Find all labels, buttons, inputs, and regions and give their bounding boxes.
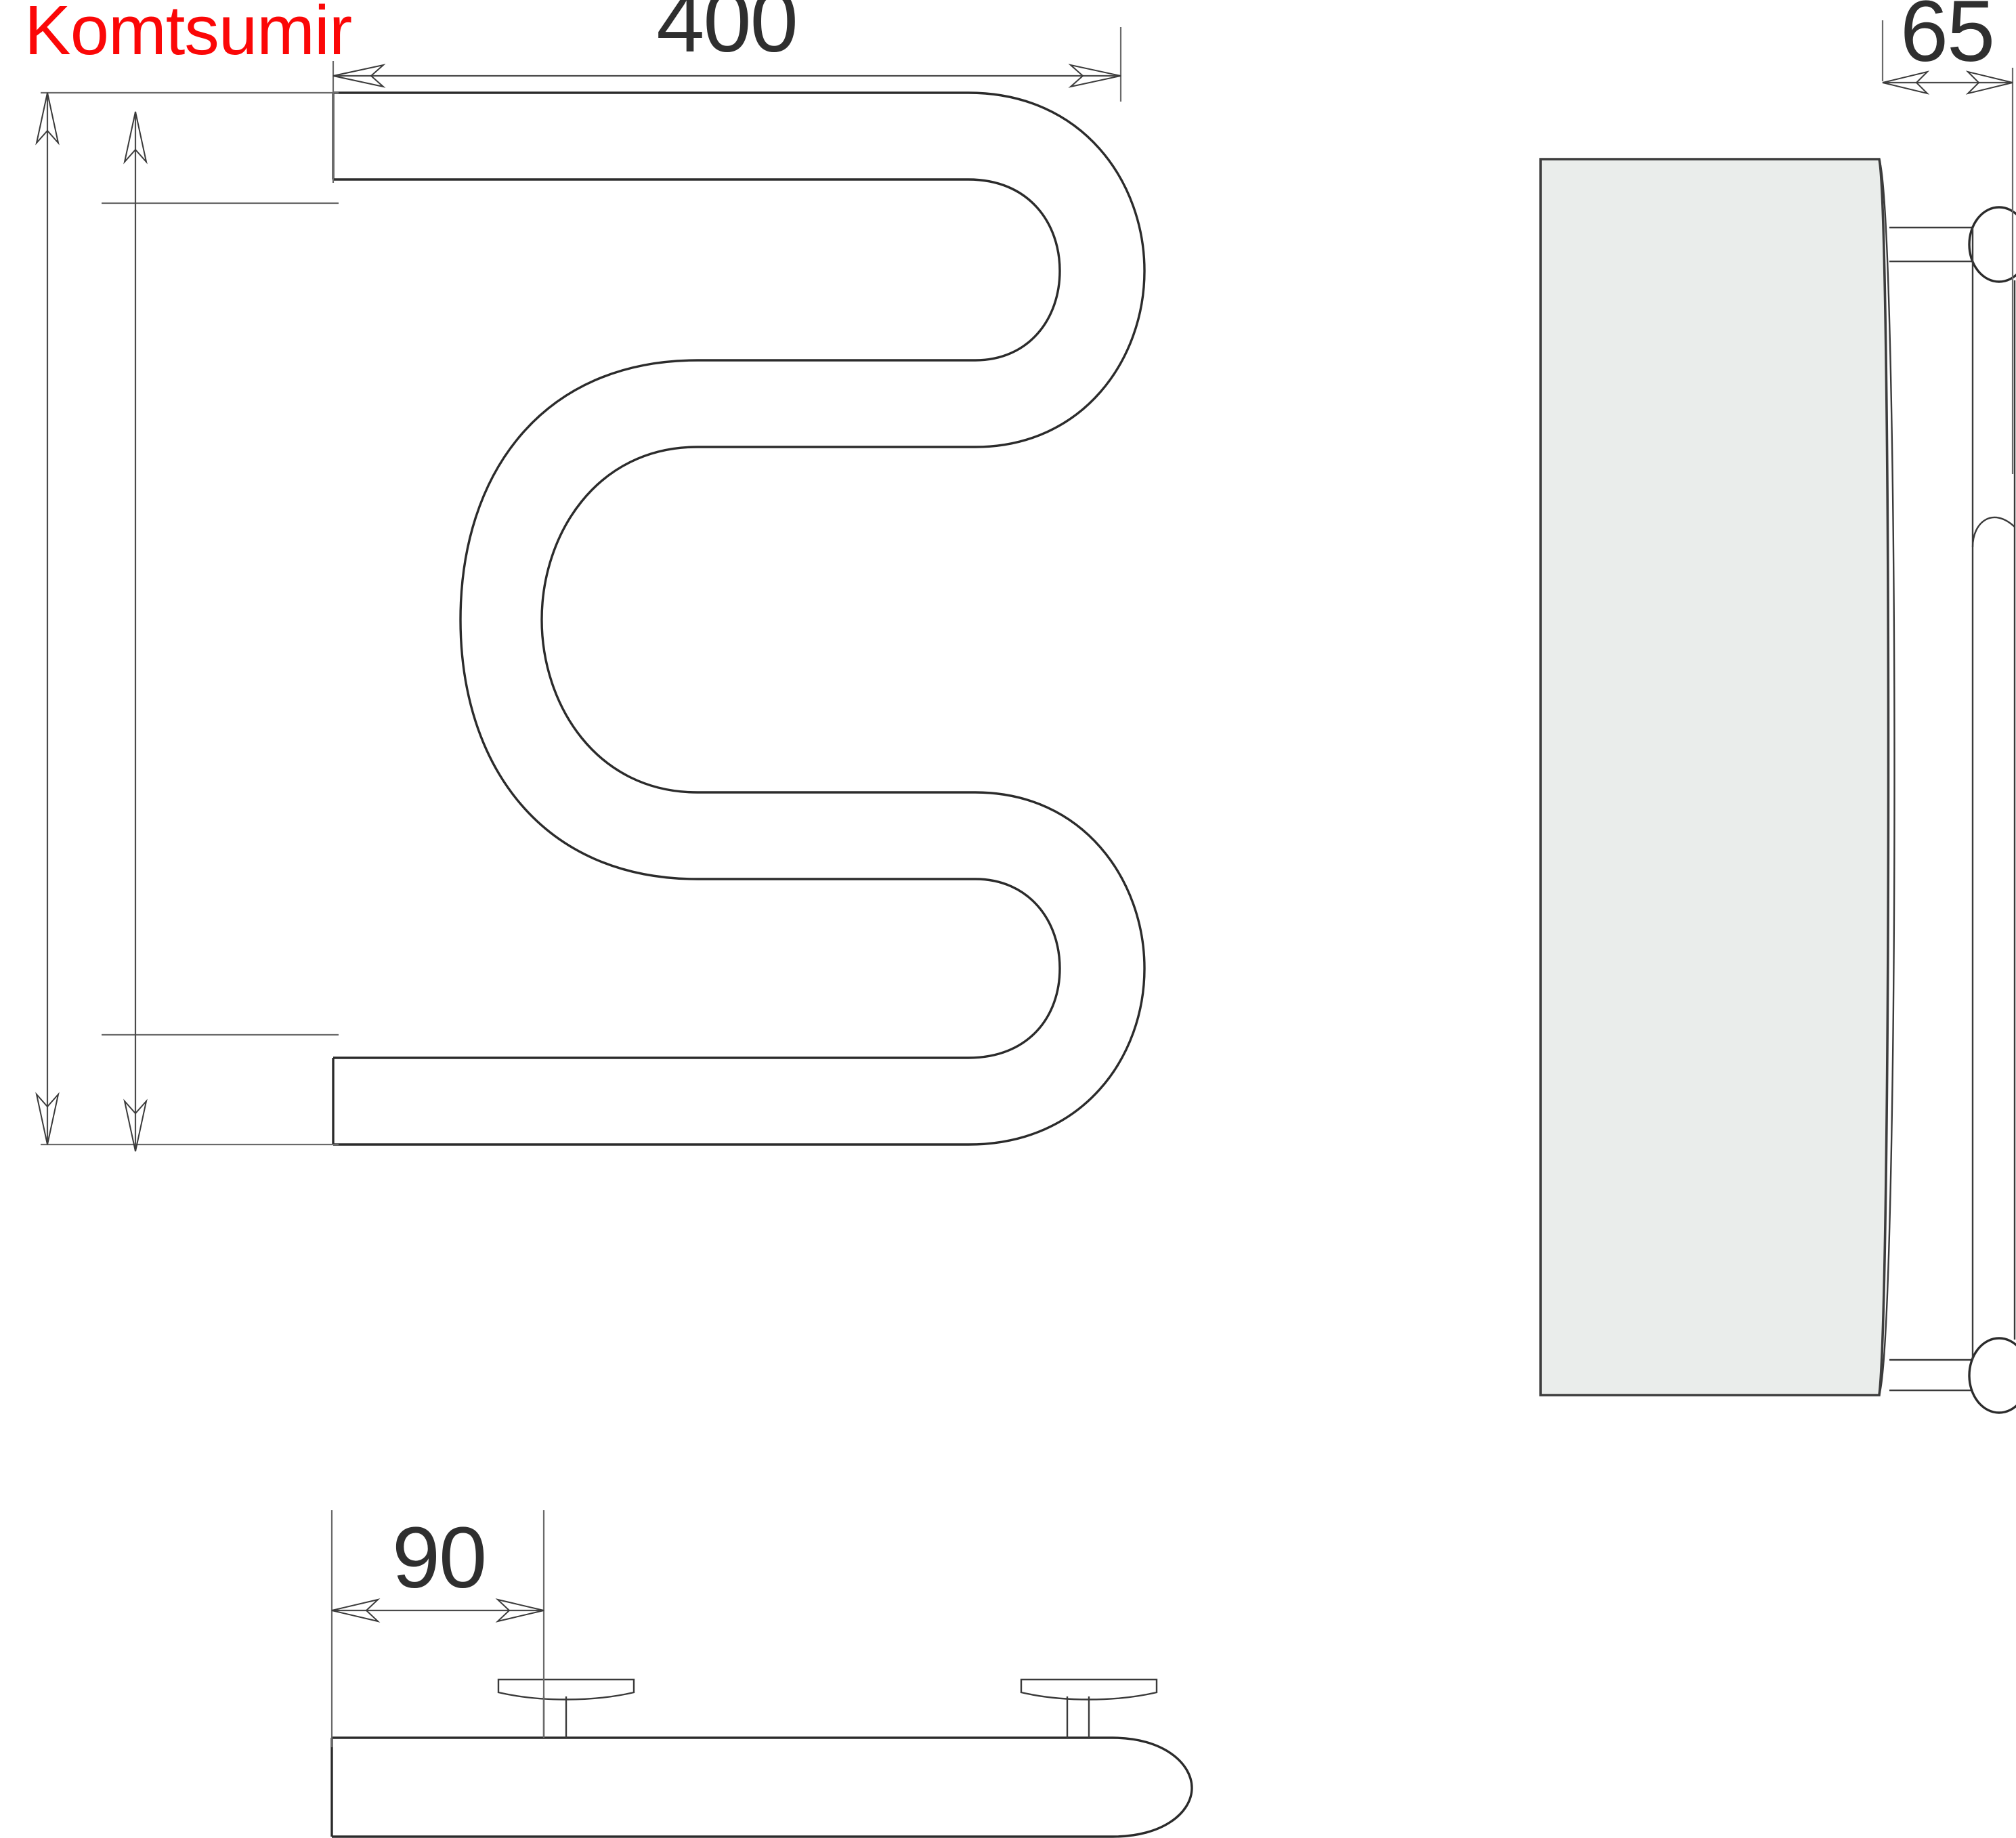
side-top-end-knob — [1968, 206, 2016, 283]
dim-label-90: 90 — [392, 1510, 486, 1606]
side-mid-rounded-cap — [1971, 516, 2015, 548]
side-bottom-end-knob — [1968, 1337, 2016, 1414]
dim-label-400: 400 — [656, 0, 797, 70]
dimension-height-500: 500 — [102, 111, 339, 1152]
plan-bracket-right — [1020, 1678, 1158, 1738]
arrow-head-top-525 — [35, 92, 60, 146]
side-view: 65 — [1539, 0, 2016, 1414]
plan-bracket-left-flange — [497, 1678, 635, 1701]
plan-bracket-left — [497, 1678, 635, 1738]
arrow-head-left-400 — [333, 64, 386, 88]
side-body-panel — [1539, 158, 1890, 1396]
arrow-head-left-65 — [1882, 70, 1930, 95]
pipe-inner-contour — [333, 178, 1061, 1059]
plan-bracket-right-flange — [1020, 1678, 1158, 1701]
dim-label-65: 65 — [1900, 0, 1994, 80]
arrow-head-bottom-500 — [123, 1098, 148, 1152]
dimension-offset-90: 90 — [330, 1510, 545, 1747]
arrow-head-top-500 — [123, 111, 148, 165]
arrow-head-right-65 — [1965, 70, 2013, 95]
arrow-head-right-90 — [495, 1598, 544, 1623]
side-body-right-edge — [1878, 158, 1895, 1396]
pipe-outer-contour — [333, 91, 1146, 1146]
front-view: 400 525 500 — [35, 0, 1146, 1152]
dimension-width-400: 400 — [332, 0, 1122, 183]
dimension-depth-65: 65 — [1881, 0, 2014, 474]
arrow-head-left-90 — [331, 1598, 381, 1623]
arrow-head-bottom-525 — [35, 1092, 60, 1145]
arrow-head-right-400 — [1068, 64, 1121, 88]
plan-view: 90 — [330, 1510, 1193, 1838]
watermark-label: Komtsumir — [24, 0, 352, 69]
plan-rail-body — [332, 1736, 1193, 1838]
dimension-height-525: 525 — [35, 91, 339, 1146]
